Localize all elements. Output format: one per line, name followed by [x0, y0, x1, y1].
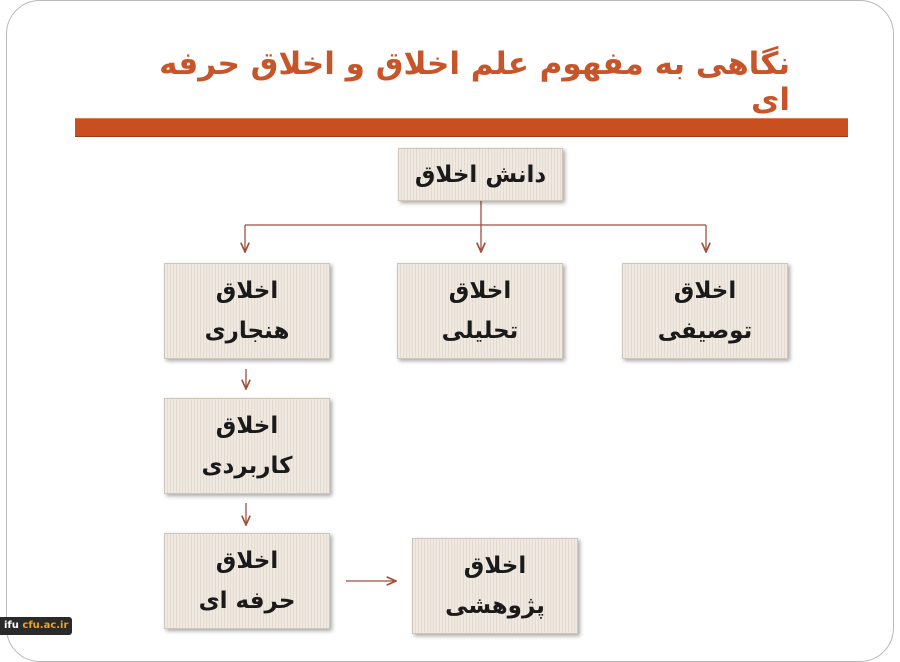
node-analytical-ethics: اخلاق تحلیلی	[397, 263, 563, 359]
node-analytical-line1: اخلاق	[448, 278, 512, 304]
node-applied-ethics: اخلاق کاربردی	[164, 398, 330, 494]
node-normative-line2: هنجاری	[204, 318, 290, 344]
connector-arrows	[0, 200, 900, 643]
node-professional-line2: حرفه ای	[198, 588, 296, 614]
badge-site: cfu.ac.ir	[22, 620, 69, 631]
node-analytical-line2: تحلیلی	[441, 318, 519, 344]
node-research-line2: پژوهشی	[445, 593, 545, 619]
node-descriptive-ethics: اخلاق توصیفی	[622, 263, 788, 359]
slide-title: نگاهی به مفهوم علم اخلاق و اخلاق حرفه ای	[159, 46, 790, 118]
node-descriptive-line1: اخلاق	[673, 278, 737, 304]
node-research-ethics: اخلاق پژوهشی	[412, 538, 578, 634]
node-root-label: دانش اخلاق	[414, 161, 547, 188]
node-professional-ethics: اخلاق حرفه ای	[164, 533, 330, 629]
node-research-line1: اخلاق	[463, 553, 527, 579]
node-root-ethics-knowledge: دانش اخلاق	[398, 148, 563, 201]
badge-prefix: ifu	[4, 620, 19, 631]
node-normative-line1: اخلاق	[215, 278, 279, 304]
node-normative-ethics: اخلاق هنجاری	[164, 263, 330, 359]
node-descriptive-line2: توصیفی	[657, 318, 753, 344]
title-underline-bar	[75, 118, 848, 137]
node-professional-line1: اخلاق	[215, 548, 279, 574]
node-applied-line1: اخلاق	[215, 413, 279, 439]
node-applied-line2: کاربردی	[201, 453, 293, 479]
site-watermark-badge: ifu cfu.ac.ir	[0, 617, 72, 635]
